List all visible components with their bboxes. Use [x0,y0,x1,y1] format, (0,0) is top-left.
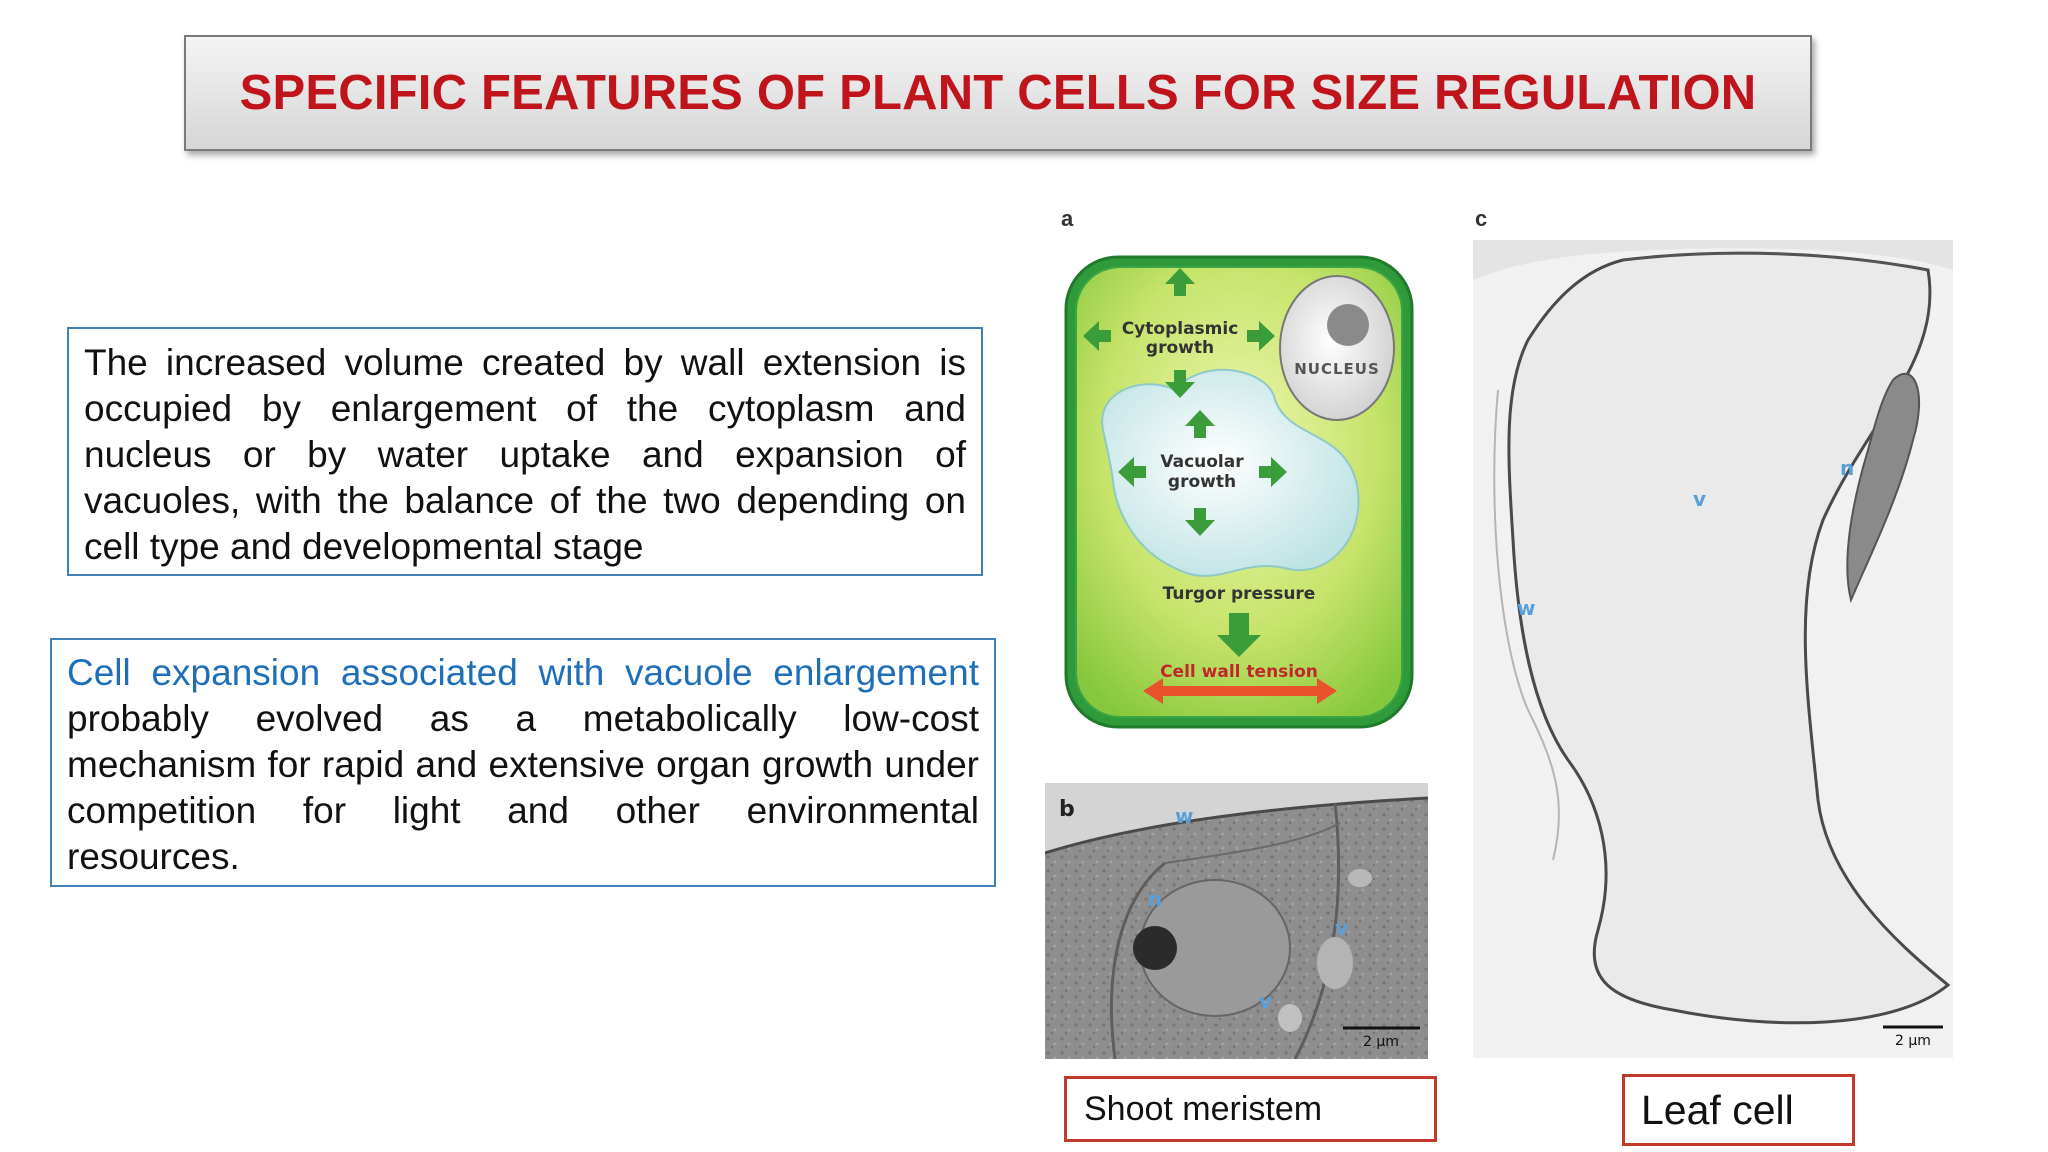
nucleus [1279,275,1395,421]
panel-c-letter: c [1475,206,1488,231]
panel-a-letter: a [1061,206,1074,231]
panel-c-scale: 2 µm [1895,1033,1931,1049]
panel-c-n: n [1840,456,1854,480]
panel-b-scale: 2 µm [1363,1034,1399,1050]
expansion-text-box: Cell expansion associated with vacuole e… [50,638,996,887]
vacuolar-label-1: Vacuolar [1160,452,1244,472]
cell-growth-diagram: Cytoplasmic growth NUCLEUS Vacuolar grow… [1064,255,1414,729]
cytoplasmic-arrows [1083,268,1275,398]
leaf-cell-caption: Leaf cell [1622,1074,1855,1146]
expansion-highlight: Cell expansion associated with vacuole e… [67,652,979,693]
vacuolar-label-2: growth [1168,472,1236,492]
panel-b-w: w [1175,804,1193,828]
leaf-nucleus [1846,372,1921,604]
wall-tension-label: Cell wall tension [1160,662,1318,682]
turgor-arrow [1217,613,1261,657]
panel-b-v1: v [1335,916,1348,940]
leaf-cell-text: Leaf cell [1641,1086,1794,1133]
title-banner: SPECIFIC FEATURES OF PLANT CELLS FOR SIZ… [184,35,1812,151]
panel-c-w: w [1517,596,1535,620]
expansion-text: probably evolved as a metabolically low-… [67,698,979,877]
panel-c-v: v [1693,487,1706,511]
panel-b-n: n [1148,887,1162,911]
shoot-meristem-text: Shoot meristem [1084,1089,1323,1128]
leaf-cell-micrograph: v n w 2 µm [1473,240,1953,1058]
vacuolar-arrows [1118,410,1287,536]
nucleus-label: NUCLEUS [1294,360,1380,378]
wall-tension-arrow [1143,678,1337,704]
volume-text-box: The increased volume created by wall ext… [67,327,983,576]
panel-b-v2: v [1259,989,1272,1013]
cytoplasmic-label-1: Cytoplasmic [1122,319,1239,339]
volume-text: The increased volume created by wall ext… [84,342,966,567]
panel-b-letter: b [1059,797,1075,822]
shoot-meristem-micrograph: b w n v v 2 µm [1045,783,1428,1059]
slide-title: SPECIFIC FEATURES OF PLANT CELLS FOR SIZ… [239,66,1757,120]
turgor-label: Turgor pressure [1163,584,1316,604]
shoot-meristem-caption: Shoot meristem [1064,1076,1437,1142]
cytoplasmic-label-2: growth [1146,338,1214,358]
nucleolus [1327,304,1369,346]
